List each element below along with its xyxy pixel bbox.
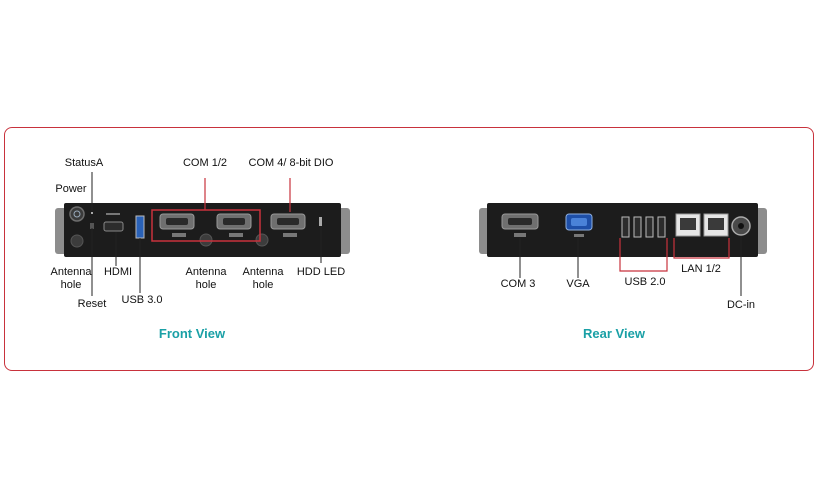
label-com4: COM 4/ 8-bit DIO (248, 157, 334, 169)
rear-view-title: Rear View (583, 326, 645, 341)
com2-pins (223, 218, 245, 225)
label-antenna-left: Antenna hole (50, 266, 92, 291)
label-vga: VGA (566, 278, 590, 290)
label-com12: COM 1/2 (182, 157, 228, 169)
antenna-hole-right (255, 233, 269, 247)
front-device (55, 203, 350, 257)
label-com3: COM 3 (500, 278, 536, 290)
dc-in-pin (738, 223, 744, 229)
label-antenna-right: Antenna hole (242, 266, 284, 291)
vga-label-plate (574, 234, 584, 237)
rear-bracket-lines (619, 238, 730, 272)
power-button (69, 206, 85, 222)
power-icon (73, 210, 81, 218)
label-usb2: USB 2.0 (624, 276, 666, 288)
com4-label-plate (283, 233, 297, 237)
com2-label-plate (229, 233, 243, 237)
com12-highlight (151, 209, 261, 242)
hdmi-port (103, 221, 124, 232)
vga-pins (571, 218, 587, 226)
label-antenna-mid: Antenna hole (185, 266, 227, 291)
label-status: StatusA (64, 157, 104, 169)
label-reset: Reset (77, 298, 107, 310)
com3-label-plate (514, 233, 526, 237)
status-led (91, 212, 93, 214)
lan-port-1-socket (680, 218, 696, 230)
diagram-frame (4, 127, 814, 371)
com3-pins (508, 218, 532, 225)
com1-pins (166, 218, 188, 225)
usb2-port-1 (621, 216, 630, 238)
usb2-port-3 (645, 216, 654, 238)
label-power: Power (55, 183, 87, 195)
hdmi-logo (106, 213, 120, 215)
hdd-led (319, 217, 322, 226)
label-lan: LAN 1/2 (681, 263, 721, 275)
label-dc-in: DC-in (726, 299, 756, 311)
antenna-hole-left (70, 234, 84, 248)
lan-port-2-socket (708, 218, 724, 230)
usb3-port (135, 215, 145, 239)
rear-device (479, 203, 767, 257)
usb2-port-2 (633, 216, 642, 238)
antenna-hole-mid (199, 233, 213, 247)
rear-thin-lines (519, 236, 742, 296)
label-hdd-led: HDD LED (296, 266, 346, 278)
com4-pins (277, 218, 299, 225)
usb2-port-4 (657, 216, 666, 238)
front-leader-lines (204, 178, 291, 212)
front-thin-lines (91, 172, 322, 296)
label-usb3: USB 3.0 (121, 294, 163, 306)
label-hdmi: HDMI (103, 266, 133, 278)
com1-label-plate (172, 233, 186, 237)
front-view-title: Front View (158, 326, 226, 341)
reset-button (90, 223, 94, 229)
